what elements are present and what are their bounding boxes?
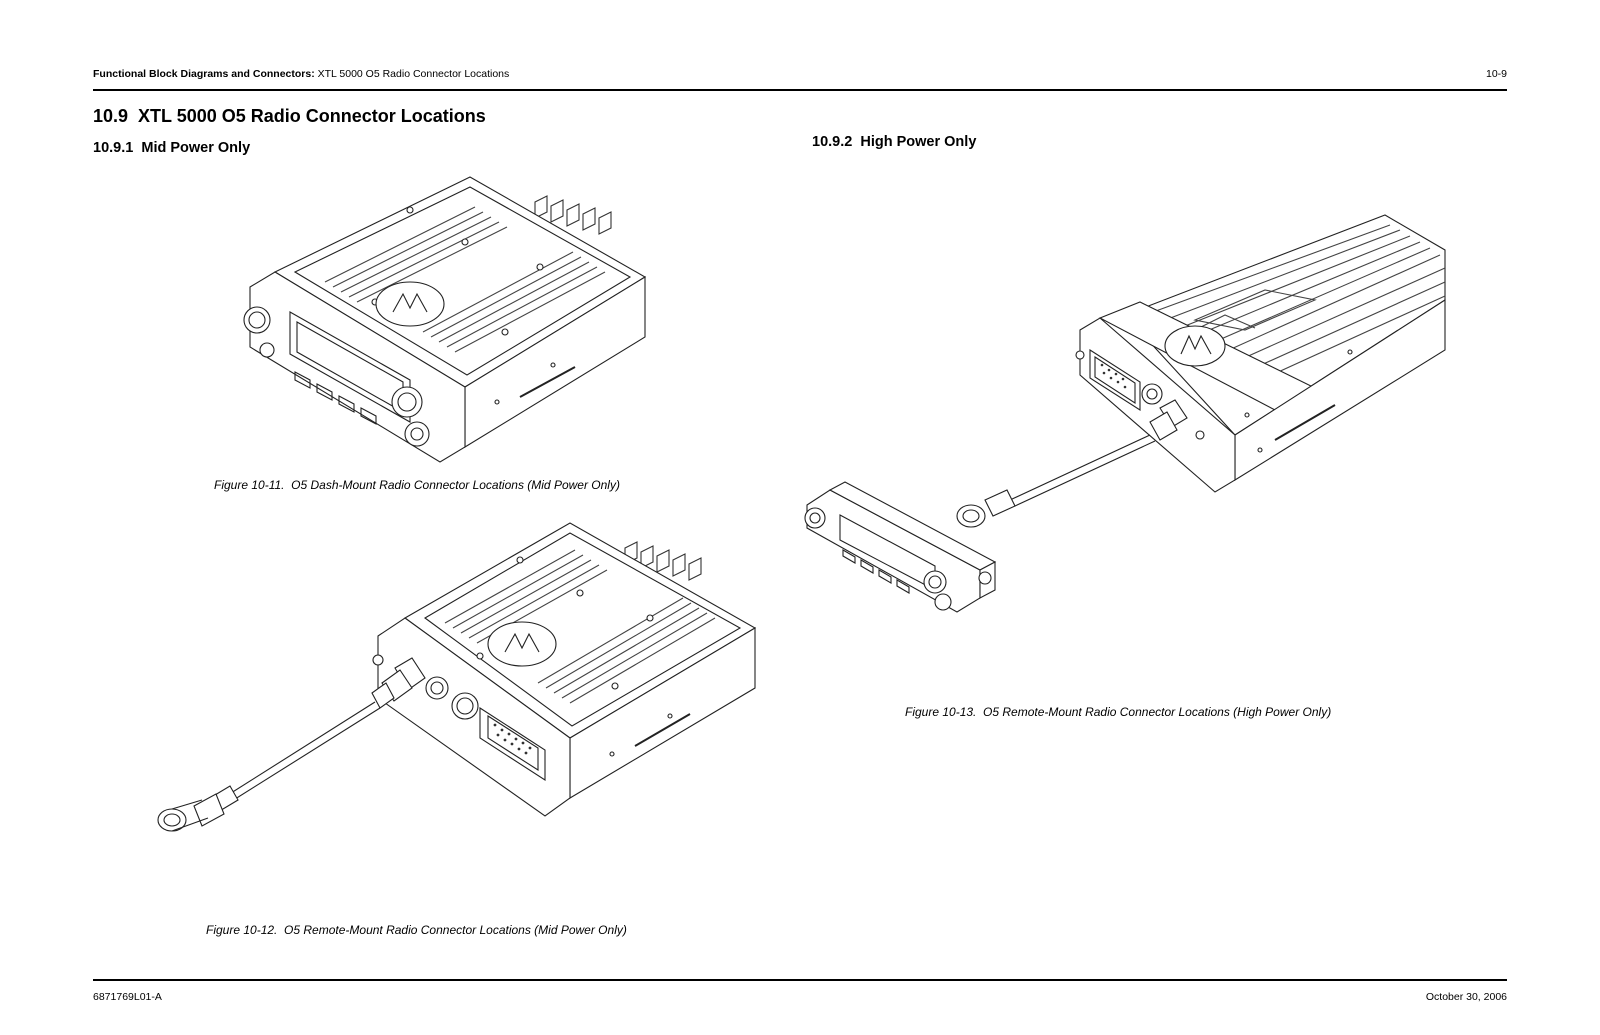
header-section-title: XTL 5000 O5 Radio Connector Locations <box>314 68 510 80</box>
figure-10-12-caption: Figure 10-12. O5 Remote-Mount Radio Conn… <box>206 923 627 937</box>
figure-10-11-caption: Figure 10-11. O5 Dash-Mount Radio Connec… <box>214 478 620 492</box>
page-number: 10-9 <box>1485 68 1507 80</box>
running-header: Functional Block Diagrams and Connectors… <box>93 68 509 80</box>
figure-10-11-illustration <box>235 172 675 464</box>
subsection-mid-power: 10.9.1 Mid Power Only <box>93 140 251 156</box>
subsection-high-power: 10.9.2 High Power Only <box>812 134 977 150</box>
figure-10-13-caption: Figure 10-13. O5 Remote-Mount Radio Conn… <box>905 705 1332 719</box>
header-section-bold: Functional Block Diagrams and Connectors… <box>93 68 315 80</box>
header-rule <box>93 89 1507 91</box>
footer-rule <box>93 979 1507 981</box>
section-title: 10.9 XTL 5000 O5 Radio Connector Locatio… <box>93 106 486 126</box>
document-number: 6871769L01-A <box>93 991 162 1003</box>
figure-10-12-illustration <box>150 518 770 838</box>
publication-date: October 30, 2006 <box>1425 991 1507 1003</box>
figure-10-13-illustration <box>795 210 1485 650</box>
